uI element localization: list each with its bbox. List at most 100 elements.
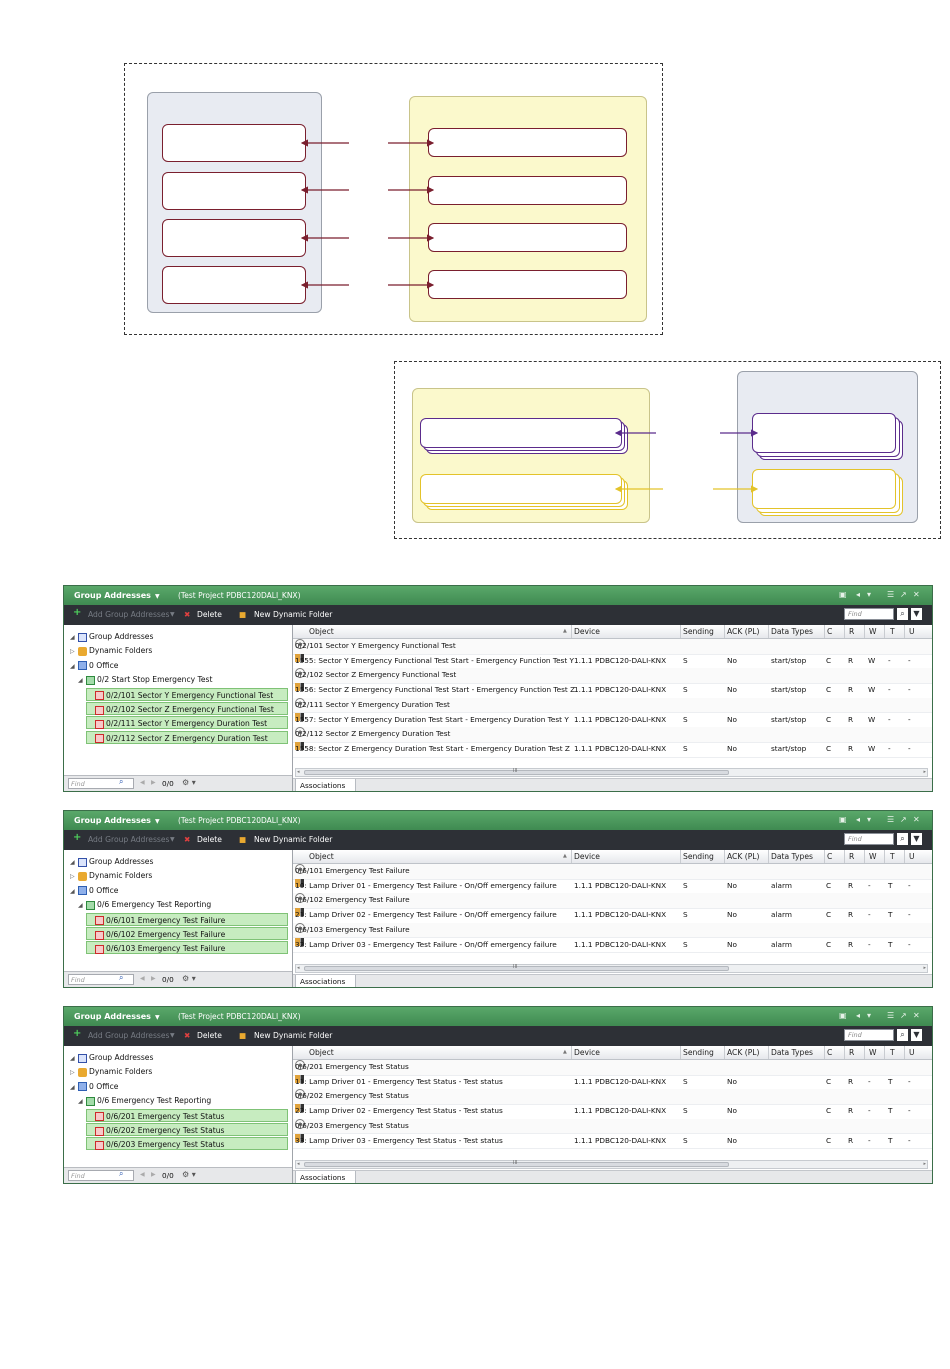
group-row[interactable]: ▲0/2/111 Sector Y Emergency Duration Tes… bbox=[293, 697, 932, 714]
column-separator[interactable] bbox=[680, 625, 681, 638]
plus-icon[interactable]: + bbox=[73, 1028, 82, 1039]
column-separator[interactable] bbox=[884, 850, 885, 863]
tree-item[interactable]: 0/2/101 Sector Y Emergency Functional Te… bbox=[86, 687, 288, 701]
tree-item[interactable]: ◢0 Office bbox=[70, 1080, 118, 1093]
column-header[interactable]: R bbox=[849, 852, 855, 861]
column-separator[interactable] bbox=[768, 625, 769, 638]
chevron-down-icon[interactable]: ▼ bbox=[170, 1032, 175, 1039]
collapse-icon[interactable]: ▲ bbox=[295, 1089, 305, 1100]
column-header[interactable]: Device bbox=[574, 1048, 600, 1057]
column-header[interactable]: ACK (PL) bbox=[727, 852, 760, 861]
collapse-icon[interactable]: ▲ bbox=[295, 922, 305, 933]
column-separator[interactable] bbox=[884, 1046, 885, 1059]
undock-icon[interactable]: ▣ bbox=[839, 1011, 847, 1020]
tree-item[interactable]: 0/6/102 Emergency Test Failure bbox=[86, 927, 288, 940]
column-separator[interactable] bbox=[864, 1046, 865, 1059]
group-row[interactable]: ▲0/2/101 Sector Y Emergency Functional T… bbox=[293, 639, 932, 655]
group-row[interactable]: ▲0/6/101 Emergency Test Failure bbox=[293, 864, 932, 880]
filter-icon[interactable]: ▼ bbox=[911, 833, 922, 845]
column-separator[interactable] bbox=[904, 625, 905, 638]
collapse-icon[interactable]: ▲ bbox=[295, 668, 305, 679]
table-row[interactable]: 1557: Sector Y Emergency Duration Test S… bbox=[293, 712, 932, 729]
expander-icon[interactable]: ◢ bbox=[78, 677, 83, 685]
scroll-left-icon[interactable]: ◂ bbox=[297, 965, 300, 971]
column-header[interactable]: Sending bbox=[683, 627, 714, 636]
prev-page-icon[interactable]: ◀ bbox=[140, 779, 145, 786]
arrow-down-icon[interactable]: ▾ bbox=[867, 590, 872, 599]
column-header[interactable]: U bbox=[909, 852, 915, 861]
group-row[interactable]: ▲0/6/103 Emergency Test Failure bbox=[293, 922, 932, 939]
column-separator[interactable] bbox=[768, 1046, 769, 1059]
column-header[interactable]: Data Types bbox=[771, 1048, 813, 1057]
column-header[interactable]: C bbox=[827, 852, 833, 861]
tree-item[interactable]: ▷Dynamic Folders bbox=[70, 644, 152, 657]
close-icon[interactable]: ✕ bbox=[913, 590, 920, 599]
close-icon[interactable]: ✕ bbox=[913, 815, 920, 824]
add-group-addresses-button[interactable]: Add Group Addresses bbox=[88, 835, 170, 844]
window-title-bar[interactable]: Group Addresses▼(Test Project PDBC120DAL… bbox=[64, 811, 932, 830]
maximize-icon[interactable]: ☰ bbox=[887, 1011, 895, 1020]
plus-icon[interactable]: + bbox=[73, 607, 82, 618]
expander-icon[interactable]: ◢ bbox=[70, 1055, 75, 1062]
tree-item[interactable]: 0/2/111 Sector Y Emergency Duration Test bbox=[86, 716, 288, 730]
table-row[interactable]: 21: Lamp Driver 02 - Emergency Test Fail… bbox=[293, 908, 932, 924]
scroll-right-icon[interactable]: ▸ bbox=[923, 965, 926, 971]
column-separator[interactable] bbox=[864, 625, 865, 638]
window-title-bar[interactable]: Group Addresses▼(Test Project PDBC120DAL… bbox=[64, 586, 932, 605]
tree-item[interactable]: 0/2/112 Sector Z Emergency Duration Test bbox=[86, 730, 288, 744]
close-icon[interactable]: ✕ bbox=[913, 1011, 920, 1020]
column-header[interactable]: Device bbox=[574, 852, 600, 861]
column-header[interactable]: ACK (PL) bbox=[727, 1048, 760, 1057]
column-header[interactable]: W bbox=[869, 627, 877, 636]
expander-icon[interactable]: ▷ bbox=[70, 1069, 75, 1077]
expander-icon[interactable]: ◢ bbox=[70, 859, 75, 866]
add-group-addresses-button[interactable]: Add Group Addresses bbox=[88, 610, 170, 619]
collapse-icon[interactable]: ▲ bbox=[295, 864, 305, 874]
tab-associations[interactable]: Associations bbox=[295, 975, 357, 987]
chevron-down-icon[interactable]: ▼ bbox=[154, 593, 160, 600]
expander-icon[interactable]: ▷ bbox=[70, 648, 75, 656]
tree-item[interactable]: ◢0/6 Emergency Test Reporting bbox=[78, 898, 211, 911]
column-separator[interactable] bbox=[824, 850, 825, 863]
column-header[interactable]: Object bbox=[309, 1048, 334, 1057]
scroll-left-icon[interactable]: ◂ bbox=[297, 769, 300, 775]
float-icon[interactable]: ↗ bbox=[900, 590, 907, 599]
panel-title-dropdown[interactable]: Group Addresses▼ bbox=[74, 816, 160, 825]
tree-item[interactable]: 0/2/102 Sector Z Emergency Functional Te… bbox=[86, 702, 288, 715]
column-header[interactable]: W bbox=[869, 1048, 877, 1057]
search-icon[interactable]: ⌕ bbox=[897, 608, 908, 620]
tree-item[interactable]: ▷Dynamic Folders bbox=[70, 869, 152, 882]
group-row[interactable]: ▲0/2/102 Sector Z Emergency Functional T… bbox=[293, 668, 932, 685]
column-header[interactable]: Object bbox=[309, 627, 334, 636]
float-icon[interactable]: ↗ bbox=[900, 1011, 907, 1020]
column-header[interactable]: Data Types bbox=[771, 852, 813, 861]
column-header[interactable]: Data Types bbox=[771, 627, 813, 636]
table-row[interactable]: 11: Lamp Driver 01 - Emergency Test Stat… bbox=[293, 1074, 932, 1091]
expander-icon[interactable]: ◢ bbox=[70, 1083, 75, 1091]
expander-icon[interactable]: ◢ bbox=[78, 1098, 83, 1106]
column-header[interactable]: T bbox=[890, 852, 895, 861]
maximize-icon[interactable]: ☰ bbox=[887, 815, 895, 824]
search-icon[interactable]: ⌕ bbox=[897, 1029, 908, 1041]
table-row[interactable]: 10: Lamp Driver 01 - Emergency Test Fail… bbox=[293, 878, 932, 895]
table-row[interactable]: 22: Lamp Driver 02 - Emergency Test Stat… bbox=[293, 1104, 932, 1120]
column-separator[interactable] bbox=[680, 1046, 681, 1059]
column-header[interactable]: Sending bbox=[683, 1048, 714, 1057]
table-row[interactable]: 33: Lamp Driver 03 - Emergency Test Stat… bbox=[293, 1133, 932, 1150]
group-row[interactable]: ▲0/6/202 Emergency Test Status bbox=[293, 1089, 932, 1106]
column-separator[interactable] bbox=[571, 850, 572, 863]
column-header[interactable]: C bbox=[827, 1048, 833, 1057]
sort-arrow-icon[interactable]: ▲ bbox=[563, 853, 567, 859]
filter-icon[interactable]: ▼ bbox=[911, 608, 922, 620]
column-separator[interactable] bbox=[824, 1046, 825, 1059]
panel-title-dropdown[interactable]: Group Addresses▼ bbox=[74, 591, 160, 600]
find-input[interactable]: Find bbox=[844, 608, 894, 620]
tree-item[interactable]: ◢Group Addresses bbox=[70, 1051, 153, 1064]
column-separator[interactable] bbox=[864, 850, 865, 863]
column-separator[interactable] bbox=[904, 850, 905, 863]
expander-icon[interactable]: ◢ bbox=[70, 634, 75, 641]
scrollbar-thumb[interactable]: III bbox=[304, 1160, 729, 1167]
prev-page-icon[interactable]: ◀ bbox=[140, 975, 145, 982]
column-header[interactable]: U bbox=[909, 1048, 915, 1057]
arrow-down-icon[interactable]: ▾ bbox=[867, 1011, 872, 1020]
